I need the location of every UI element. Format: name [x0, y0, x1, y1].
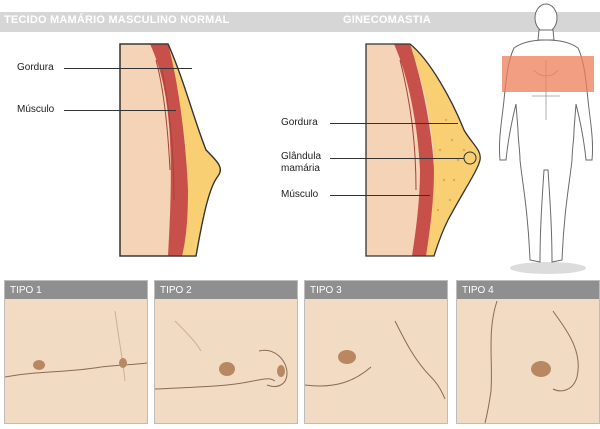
- gyneco-gland-label-1: Glândula: [281, 151, 322, 162]
- type-panel-2: TIPO 2: [154, 280, 298, 424]
- normal-muscle-label: Músculo: [17, 104, 55, 115]
- gyneco-muscle-label: Músculo: [281, 189, 319, 200]
- type-panel-3: TIPO 3: [304, 280, 448, 424]
- type-3-label: TIPO 3: [310, 285, 342, 296]
- header-bar: [0, 12, 600, 32]
- normal-fat-layer: [162, 44, 221, 256]
- type-4-header: [457, 281, 599, 299]
- type-2-header: [155, 281, 297, 299]
- gyneco-muscle-leader: [330, 195, 430, 196]
- normal-muscle-layer: [150, 44, 188, 256]
- gyneco-fat-layer: [410, 44, 481, 256]
- gynecomastia-diagram: [365, 43, 481, 257]
- type-panel-1: TIPO 1: [4, 280, 148, 424]
- gyneco-muscle-layer: [394, 44, 434, 256]
- gyneco-gland-leader: [330, 158, 464, 159]
- type-2-label: TIPO 2: [160, 285, 192, 296]
- gyneco-fat-leader: [330, 123, 458, 124]
- gynecomastia-title: GINECOMASTIA: [343, 14, 431, 26]
- gyneco-fat-label: Gordura: [281, 117, 318, 128]
- type-3-header: [305, 281, 447, 299]
- gyneco-fat-texture: [436, 118, 466, 212]
- normal-tissue-title: TECIDO MAMÁRIO MASCULINO NORMAL: [4, 14, 230, 26]
- mammary-gland-marker: [463, 151, 477, 165]
- type-1-header: [5, 281, 147, 299]
- human-figure: [499, 3, 594, 274]
- gyneco-gland-label-2: mamária: [281, 163, 320, 174]
- normal-fat-leader: [64, 68, 192, 69]
- normal-fat-label: Gordura: [17, 62, 54, 73]
- normal-tissue-diagram: [119, 43, 221, 257]
- type-1-label: TIPO 1: [10, 285, 42, 296]
- normal-muscle-leader: [64, 110, 176, 111]
- type-4-label: TIPO 4: [462, 285, 494, 296]
- chest-highlight-region: [502, 56, 594, 92]
- type-panel-4: TIPO 4: [456, 280, 600, 424]
